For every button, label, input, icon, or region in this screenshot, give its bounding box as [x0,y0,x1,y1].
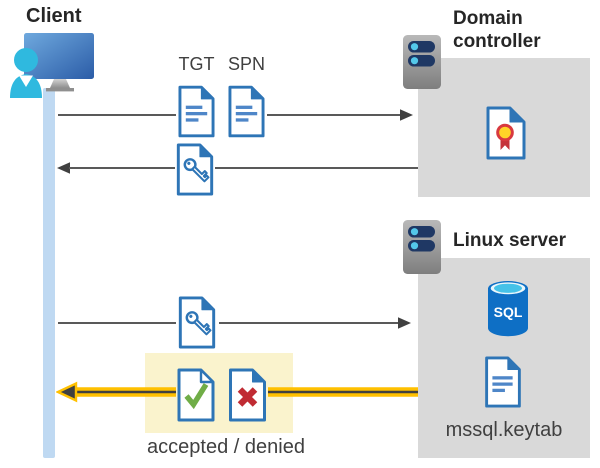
client-lifeline [43,88,55,458]
certificate-icon [486,106,526,160]
result-label: accepted / denied [147,436,305,458]
tgt-document-icon [178,85,215,138]
kerberos-ticket-icon [176,143,214,196]
accepted-document-icon [177,368,215,422]
arrow-ticket-response [57,162,418,174]
spn-document-icon [228,85,265,138]
sql-badge-text: SQL [494,304,523,320]
kerberos-ticket-icon [178,296,216,349]
denied-document-icon [229,368,266,422]
client-title: Client [26,5,82,27]
spn-label: SPN [228,54,266,74]
server-icon [403,220,441,274]
arrow-ticket-request [58,109,413,121]
server-icon [403,35,441,89]
client-icon [10,33,94,98]
linux-server-title: Linux server [453,230,566,251]
arrow-ticket-to-linux [58,317,411,329]
arrow-result-response [56,381,418,403]
domain-controller-title: Domain controller [453,8,541,52]
sql-database-icon: SQL [488,281,528,337]
tgt-label: TGT [178,54,215,74]
keytab-file-icon [485,356,521,408]
keytab-filename: mssql.keytab [445,419,563,441]
